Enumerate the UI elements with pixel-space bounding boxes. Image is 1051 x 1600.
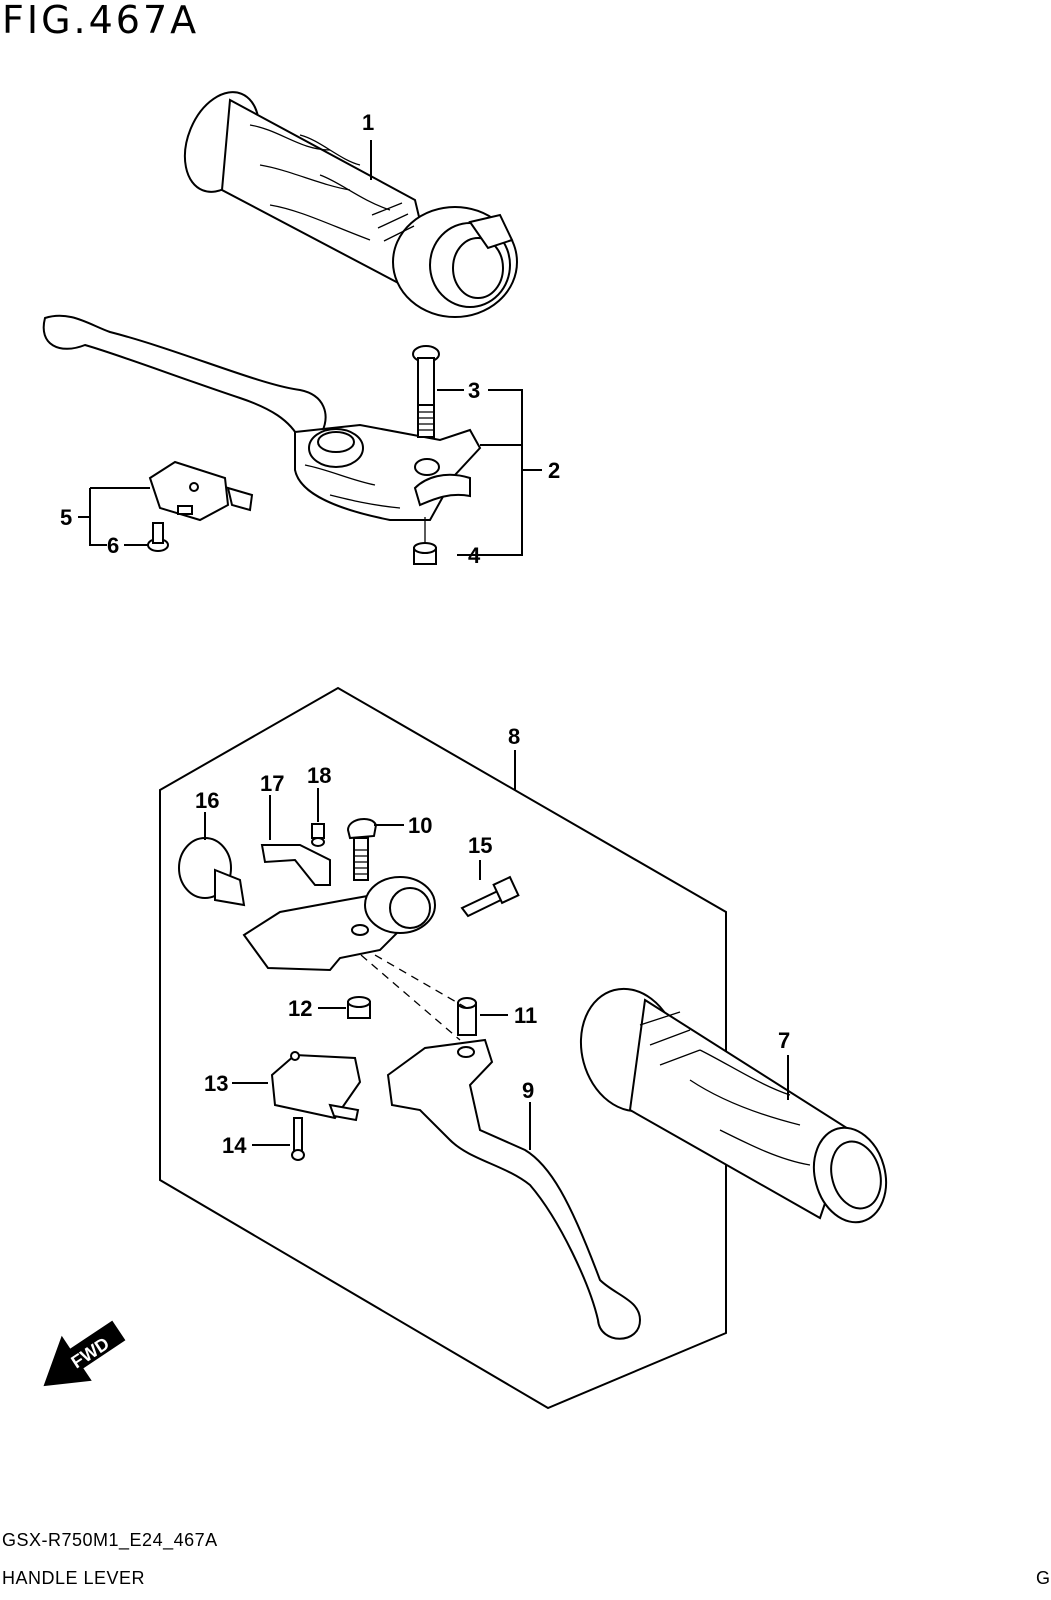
callout-3: 3 xyxy=(468,378,480,403)
adjuster-part xyxy=(178,837,246,907)
brake-switch-part xyxy=(148,460,254,522)
callout-11: 11 xyxy=(514,1003,537,1028)
corner-mark: G xyxy=(1036,1568,1051,1588)
figure-code: GSX-R750M1_E24_467A xyxy=(2,1530,218,1550)
clutch-switch-part xyxy=(270,1051,362,1122)
callout-7: 7 xyxy=(778,1028,790,1053)
fwd-arrow-icon: FWD xyxy=(43,1320,126,1387)
callout-18: 18 xyxy=(307,763,331,788)
callout-4: 4 xyxy=(468,543,481,568)
callout-9: 9 xyxy=(522,1078,534,1103)
collar-part xyxy=(457,997,477,1036)
callout-10: 10 xyxy=(408,813,432,838)
bolt-part xyxy=(346,818,378,881)
assembly-outline xyxy=(159,686,727,1410)
clutch-lever-part xyxy=(386,1038,642,1340)
cable-holder-part xyxy=(260,844,331,886)
pivot-bolt-part xyxy=(412,345,440,438)
callout-8: 8 xyxy=(508,724,520,749)
callout-5: 5 xyxy=(60,505,72,530)
holder-screw-part xyxy=(311,823,325,847)
callout-1: 1 xyxy=(362,110,374,135)
callout-13: 13 xyxy=(204,1071,228,1096)
left-grip-part xyxy=(579,987,888,1224)
figure-title: FIG.467A xyxy=(2,0,200,42)
callout-16: 16 xyxy=(195,788,219,813)
clutch-screw-part xyxy=(291,1117,305,1161)
screw-part xyxy=(147,522,169,552)
brake-lever-part xyxy=(42,314,482,545)
nut-part xyxy=(413,542,437,565)
clutch-nut-part xyxy=(347,996,371,1019)
callout-17: 17 xyxy=(260,771,284,796)
figure-name: HANDLE LEVER xyxy=(2,1568,146,1588)
callout-6: 6 xyxy=(107,533,119,558)
callout-12: 12 xyxy=(288,996,312,1021)
holder-bolt-part xyxy=(460,875,520,918)
callout-14: 14 xyxy=(222,1133,247,1158)
callout-2: 2 xyxy=(548,458,560,483)
callout-15: 15 xyxy=(468,833,492,858)
leader-lines xyxy=(78,140,789,1150)
callouts: 1 2 3 4 5 6 7 8 9 10 11 12 13 14 15 16 1… xyxy=(60,110,790,1158)
throttle-grip-part xyxy=(183,91,518,318)
lever-holder-part xyxy=(242,876,436,972)
